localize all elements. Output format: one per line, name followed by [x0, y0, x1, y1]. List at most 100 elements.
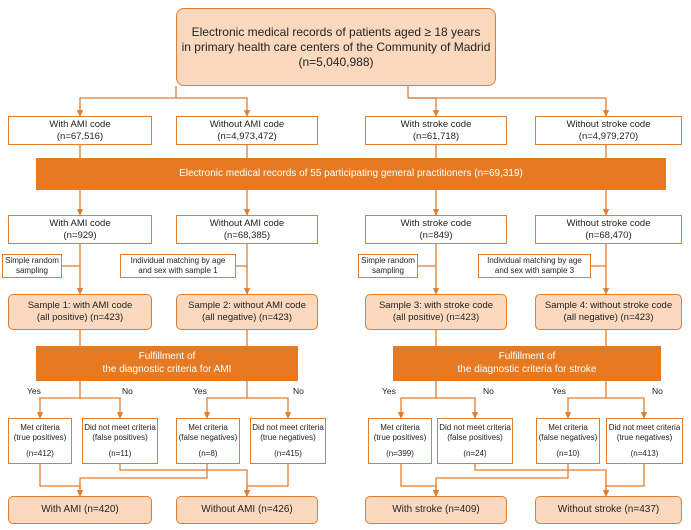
no-label: No [293, 386, 304, 396]
note-line: Simple random [5, 256, 59, 265]
row1-label: With stroke code [400, 118, 472, 130]
final-label: With AMI (n=420) [41, 503, 119, 515]
outcome-stroke-false-negatives: Met criteria(false negatives) (n=10) [536, 418, 600, 464]
row2-count: (n=68,470) [585, 229, 632, 241]
outcome-line: Met criteria [20, 423, 60, 432]
source-count: (n=5,040,988) [298, 54, 374, 69]
participating-gp-banner: Electronic medical records of 55 partici… [36, 158, 666, 190]
note-line: Individual matching by age [487, 256, 582, 265]
outcome-line: (false positives) [92, 433, 148, 442]
note-line: Simple random [361, 256, 415, 265]
outcome-line: Did not meet criteria [252, 423, 324, 432]
outcome-line: (true negatives) [260, 433, 316, 442]
row2-count: (n=68,385) [223, 229, 271, 241]
outcome-stroke-true-positives: Met criteria(true positives) (n=399) [368, 418, 432, 464]
source-line-1: Electronic medical records of patients a… [191, 24, 481, 39]
row2-with-ami-box: With AMI code(n=929) [8, 215, 152, 244]
outcome-ami-false-negatives: Met criteria(false negatives) (n=8) [176, 418, 240, 464]
sample-line: Sample 3: with stroke code [378, 300, 494, 312]
no-label: No [483, 386, 494, 396]
outcome-line: Met criteria [548, 423, 588, 432]
note-line: and sex with sample 3 [494, 266, 575, 275]
banner-text: Electronic medical records of 55 partici… [179, 167, 523, 179]
row2-count: (n=929) [63, 229, 97, 241]
outcome-count: (n=413) [630, 449, 659, 458]
yes-label: Yes [382, 386, 396, 396]
sample-line: (all negative) (n=423) [563, 312, 654, 323]
sample-4-box: Sample 4: without stroke code(all negati… [535, 294, 682, 330]
outcome-line: (true negatives) [616, 433, 673, 442]
outcome-line: Did not meet criteria [439, 423, 511, 432]
row2-label: Without AMI code [209, 217, 285, 229]
sample-3-box: Sample 3: with stroke code(all positive)… [365, 294, 507, 330]
outcome-line: Met criteria [380, 423, 420, 432]
outcome-count: (n=8) [198, 449, 218, 458]
sample-line: (all positive) (n=423) [36, 312, 124, 323]
sample-1-box: Sample 1: with AMI code(all positive) (n… [8, 294, 152, 330]
sample-line: Sample 4: without stroke code [544, 300, 673, 312]
outcome-count: (n=399) [386, 449, 414, 458]
outcome-line: (false positives) [447, 433, 503, 442]
row2-without-stroke-box: Without stroke code(n=68,470) [535, 215, 682, 244]
row1-count: (n=61,718) [412, 130, 460, 142]
final-with-stroke-box: With stroke (n=409) [365, 496, 507, 524]
outcome-line: Did not meet criteria [608, 423, 681, 432]
no-label: No [122, 386, 133, 396]
outcome-line: (true positives) [373, 433, 427, 442]
final-label: Without stroke (n=437) [557, 503, 660, 515]
outcome-stroke-true-negatives: Did not meet criteria(true negatives) (n=… [606, 418, 683, 464]
sample-line: (all negative) (n=423) [201, 312, 293, 323]
row1-with-ami-box: With AMI code(n=67,516) [8, 116, 152, 145]
row1-label: Without stroke code [566, 118, 651, 130]
outcome-line: Met criteria [188, 423, 228, 432]
row1-count: (n=4,973,472) [217, 130, 277, 142]
source-line-2: in primary health care centers of the Co… [181, 39, 491, 54]
sample-line: Sample 2: without AMI code [188, 300, 306, 312]
criteria-line: the diagnostic criteria for stroke [457, 363, 597, 375]
final-without-ami-box: Without AMI (n=426) [176, 496, 318, 524]
outcome-ami-false-positives: Did not meet criteria(false positives)(n… [82, 418, 158, 464]
final-label: With stroke (n=409) [392, 503, 480, 515]
row2-count: (n=849) [419, 229, 453, 241]
sample-line: (all positive) (n=423) [392, 312, 480, 323]
row1-without-stroke-box: Without stroke code(n=4,979,270) [535, 116, 682, 145]
sample-2-box: Sample 2: without AMI code(all negative)… [176, 294, 318, 330]
note-line: Individual matching by age [130, 256, 226, 265]
row2-label: With stroke code [400, 217, 472, 229]
criteria-line: Fulfillment of [498, 351, 556, 362]
final-without-stroke-box: Without stroke (n=437) [535, 496, 682, 524]
source-population-box: Electronic medical records of patients a… [176, 8, 496, 86]
row2-with-stroke-box: With stroke code(n=849) [365, 215, 507, 244]
row1-count: (n=67,516) [56, 130, 104, 142]
row2-label: Without stroke code [566, 217, 651, 229]
outcome-stroke-false-positives: Did not meet criteria(false positives) (n… [437, 418, 513, 464]
row1-count: (n=4,979,270) [578, 130, 639, 142]
outcome-line: (false negatives) [178, 433, 238, 442]
outcome-line: (true positives) [13, 433, 67, 442]
outcome-line: Did not meet criteria [84, 423, 156, 432]
no-label: No [652, 386, 663, 396]
outcome-line: (false negatives) [538, 433, 598, 442]
outcome-ami-true-negatives: Did not meet criteria(true negatives) (n=… [250, 418, 326, 464]
outcome-ami-true-positives: Met criteria(true positives)(n=412) [8, 418, 72, 464]
row2-label: With AMI code [49, 217, 111, 229]
criteria-line: the diagnostic criteria for AMI [102, 363, 232, 375]
yes-label: Yes [27, 386, 41, 396]
outcome-count: (n=24) [463, 449, 487, 458]
row1-label: With AMI code [49, 118, 111, 130]
note-line: sampling [15, 266, 48, 275]
row1-with-stroke-box: With stroke code(n=61,718) [365, 116, 507, 145]
yes-label: Yes [552, 386, 566, 396]
row1-label: Without AMI code [209, 118, 285, 130]
row1-without-ami-box: Without AMI code(n=4,973,472) [176, 116, 318, 145]
sample-line: Sample 1: with AMI code [27, 300, 133, 312]
outcome-count: (n=415) [274, 449, 302, 458]
final-with-ami-box: With AMI (n=420) [8, 496, 152, 524]
outcome-count: (n=10) [556, 449, 580, 458]
